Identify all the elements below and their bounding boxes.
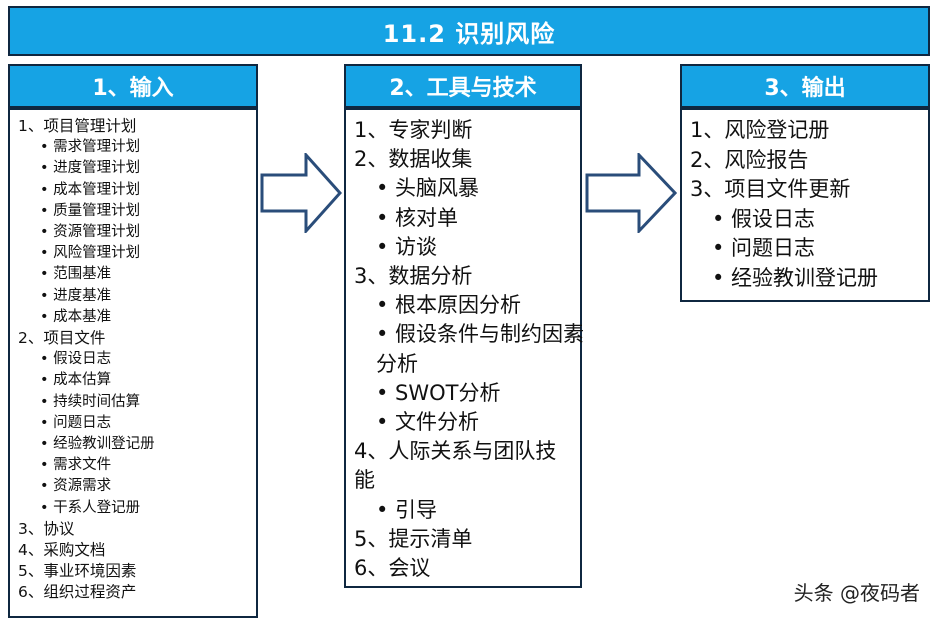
outputs-header: 3、输出 (680, 64, 930, 108)
inputs-sub-item: • 质量管理计划 (40, 202, 141, 219)
inputs-item: 4、采购文档 (18, 541, 106, 560)
inputs-sub-item: • 成本管理计划 (40, 181, 141, 198)
inputs-sub-item: • 经验教训登记册 (40, 436, 155, 453)
watermark: 头条 @夜码者 (793, 581, 920, 605)
outputs-sub-item: • 问题日志 (712, 236, 816, 260)
inputs-sub-item: • 持续时间估算 (40, 393, 141, 410)
inputs-sub-item: • 需求管理计划 (40, 139, 141, 156)
inputs-sub-item: • 需求文件 (40, 457, 112, 474)
inputs-sub-item: • 资源需求 (40, 478, 112, 495)
inputs-sub-item: • 资源管理计划 (40, 224, 141, 241)
inputs-item: 1、项目管理计划 (18, 117, 137, 135)
outputs-list: 1、风险登记册 2、风险报告 3、项目文件更新 • 假设日志 • 问题日志 • 经验教训登… (682, 110, 928, 293)
tools-item: 2、数据收集 (354, 147, 473, 172)
outputs-panel: 1、风险登记册 2、风险报告 3、项目文件更新 • 假设日志 • 问题日志 • 经验教训登… (680, 108, 930, 302)
inputs-sub-item: • 进度基准 (40, 287, 112, 304)
inputs-header-label: 1、输入 (92, 76, 174, 101)
tools-sub-item: • 核对单 (376, 205, 459, 230)
inputs-sub-item: • 假设日志 (40, 351, 112, 368)
inputs-sub-item: • 问题日志 (40, 414, 112, 431)
inputs-sub-item: • 成本基准 (40, 308, 112, 325)
inputs-item: 5、事业环境因素 (18, 562, 137, 581)
inputs-sub-item: • 成本估算 (40, 372, 112, 389)
inputs-list: 1、项目管理计划 • 需求管理计划 • 进度管理计划 • 成本管理计划 • 质量管理计划… (10, 110, 256, 604)
tools-sub-item: • 根本原因分析 (376, 293, 522, 318)
tools-item: 5、提示清单 (354, 526, 473, 551)
inputs-header: 1、输入 (8, 64, 258, 108)
outputs-item: 2、风险报告 (690, 147, 809, 172)
tools-header: 2、工具与技术 (344, 64, 582, 108)
outputs-item: 3、项目文件更新 (690, 177, 851, 201)
tools-item: 4、人际关系与团队技能 (354, 439, 557, 493)
inputs-to-tools-arrow-icon (260, 153, 342, 233)
tools-panel: 1、专家判断 2、数据收集 • 头脑风暴 • 核对单 • 访谈 3、数据分析 • 根本原因分… (344, 108, 584, 588)
inputs-sub-item: • 范围基准 (40, 266, 112, 283)
diagram-title: 11.2 识别风险 (382, 19, 556, 48)
diagram-title-bar: 11.2 识别风险 (8, 6, 930, 56)
inputs-sub-item: • 进度管理计划 (40, 160, 141, 177)
inputs-sub-item: • 风险管理计划 (40, 245, 141, 262)
inputs-panel: 1、项目管理计划 • 需求管理计划 • 进度管理计划 • 成本管理计划 • 质量管理计划… (8, 108, 258, 618)
tools-sub-item: • 假设条件与制约因素分析 (376, 322, 585, 376)
tools-header-label: 2、工具与技术 (389, 76, 537, 101)
outputs-sub-item: • 经验教训登记册 (712, 265, 879, 290)
tools-sub-item: • 头脑风暴 (376, 176, 480, 201)
tools-sub-item: • SWOT分析 (376, 380, 501, 405)
tools-to-outputs-arrow-icon (585, 153, 677, 233)
tools-item: 3、数据分析 (354, 264, 473, 289)
outputs-sub-item: • 假设日志 (712, 206, 816, 231)
inputs-item: 6、组织过程资产 (18, 583, 137, 602)
tools-sub-item: • 访谈 (376, 234, 438, 259)
outputs-header-label: 3、输出 (764, 76, 846, 101)
inputs-sub-item: • 干系人登记册 (40, 499, 141, 516)
outputs-item: 1、风险登记册 (690, 118, 830, 142)
tools-list: 1、专家判断 2、数据收集 • 头脑风暴 • 核对单 • 访谈 3、数据分析 • 根本原因分… (346, 110, 584, 583)
tools-sub-item: • 引导 (376, 497, 438, 522)
tools-item: 1、专家判断 (354, 118, 473, 142)
inputs-item: 3、协议 (18, 519, 75, 538)
inputs-item: 2、项目文件 (18, 329, 106, 348)
tools-sub-item: • 文件分析 (376, 410, 480, 435)
tools-item: 6、会议 (354, 556, 431, 581)
